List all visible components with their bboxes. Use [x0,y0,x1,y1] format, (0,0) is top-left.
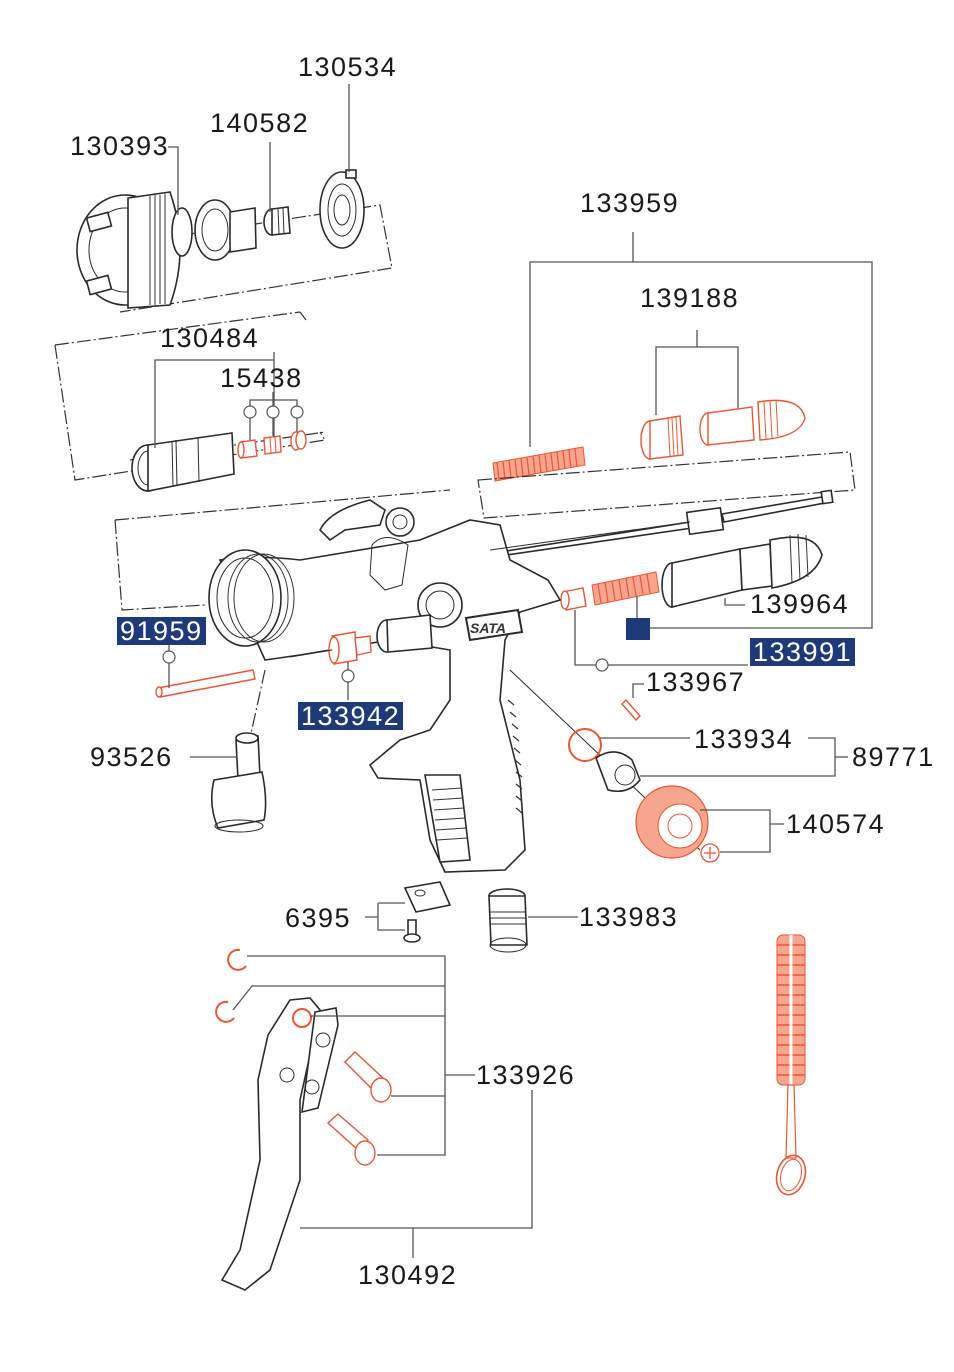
air-connector-93526 [190,669,267,833]
part-label-139964[interactable]: 139964 [750,589,850,619]
pin-91959 [155,643,256,698]
valve-133942 [289,631,372,700]
nozzle-seal-assembly [54,311,326,492]
part-label-140574[interactable]: 140574 [786,809,886,839]
trigger-assembly [215,948,533,1291]
part-label-133926[interactable]: 133926 [476,1060,576,1090]
part-label-130484[interactable]: 130484 [160,323,260,353]
part-label-133959[interactable]: 133959 [580,188,680,218]
trigger-stop-6395 [365,881,452,943]
part-label-130393[interactable]: 130393 [70,131,170,161]
part-label-15438[interactable]: 15438 [220,363,303,393]
part-label-133991[interactable]: 133991 [750,638,856,666]
part-label-93526[interactable]: 93526 [90,742,173,772]
needle-spring-assembly [477,232,873,722]
air-inlet-133983 [488,888,578,953]
part-label-140582[interactable]: 140582 [210,108,310,138]
gun-body: SATA [114,489,701,873]
part-label-139188[interactable]: 139188 [640,283,740,313]
part-label-133942[interactable]: 133942 [298,702,404,730]
part-label-133983[interactable]: 133983 [579,902,679,932]
part-label-89771[interactable]: 89771 [852,742,935,772]
air-cap-assembly [76,169,393,313]
part-label-130492[interactable]: 130492 [358,1260,458,1290]
brand-logo: SATA [470,620,506,636]
part-label-91959[interactable]: 91959 [117,617,206,645]
part-label-6395[interactable]: 6395 [285,903,352,933]
highlight-marker-133991 [626,618,650,640]
cleaning-brush [775,934,807,1196]
regulator-assembly [568,728,848,863]
part-label-133934[interactable]: 133934 [694,724,794,754]
part-label-130534[interactable]: 130534 [298,52,398,82]
part-label-133967[interactable]: 133967 [646,667,746,697]
